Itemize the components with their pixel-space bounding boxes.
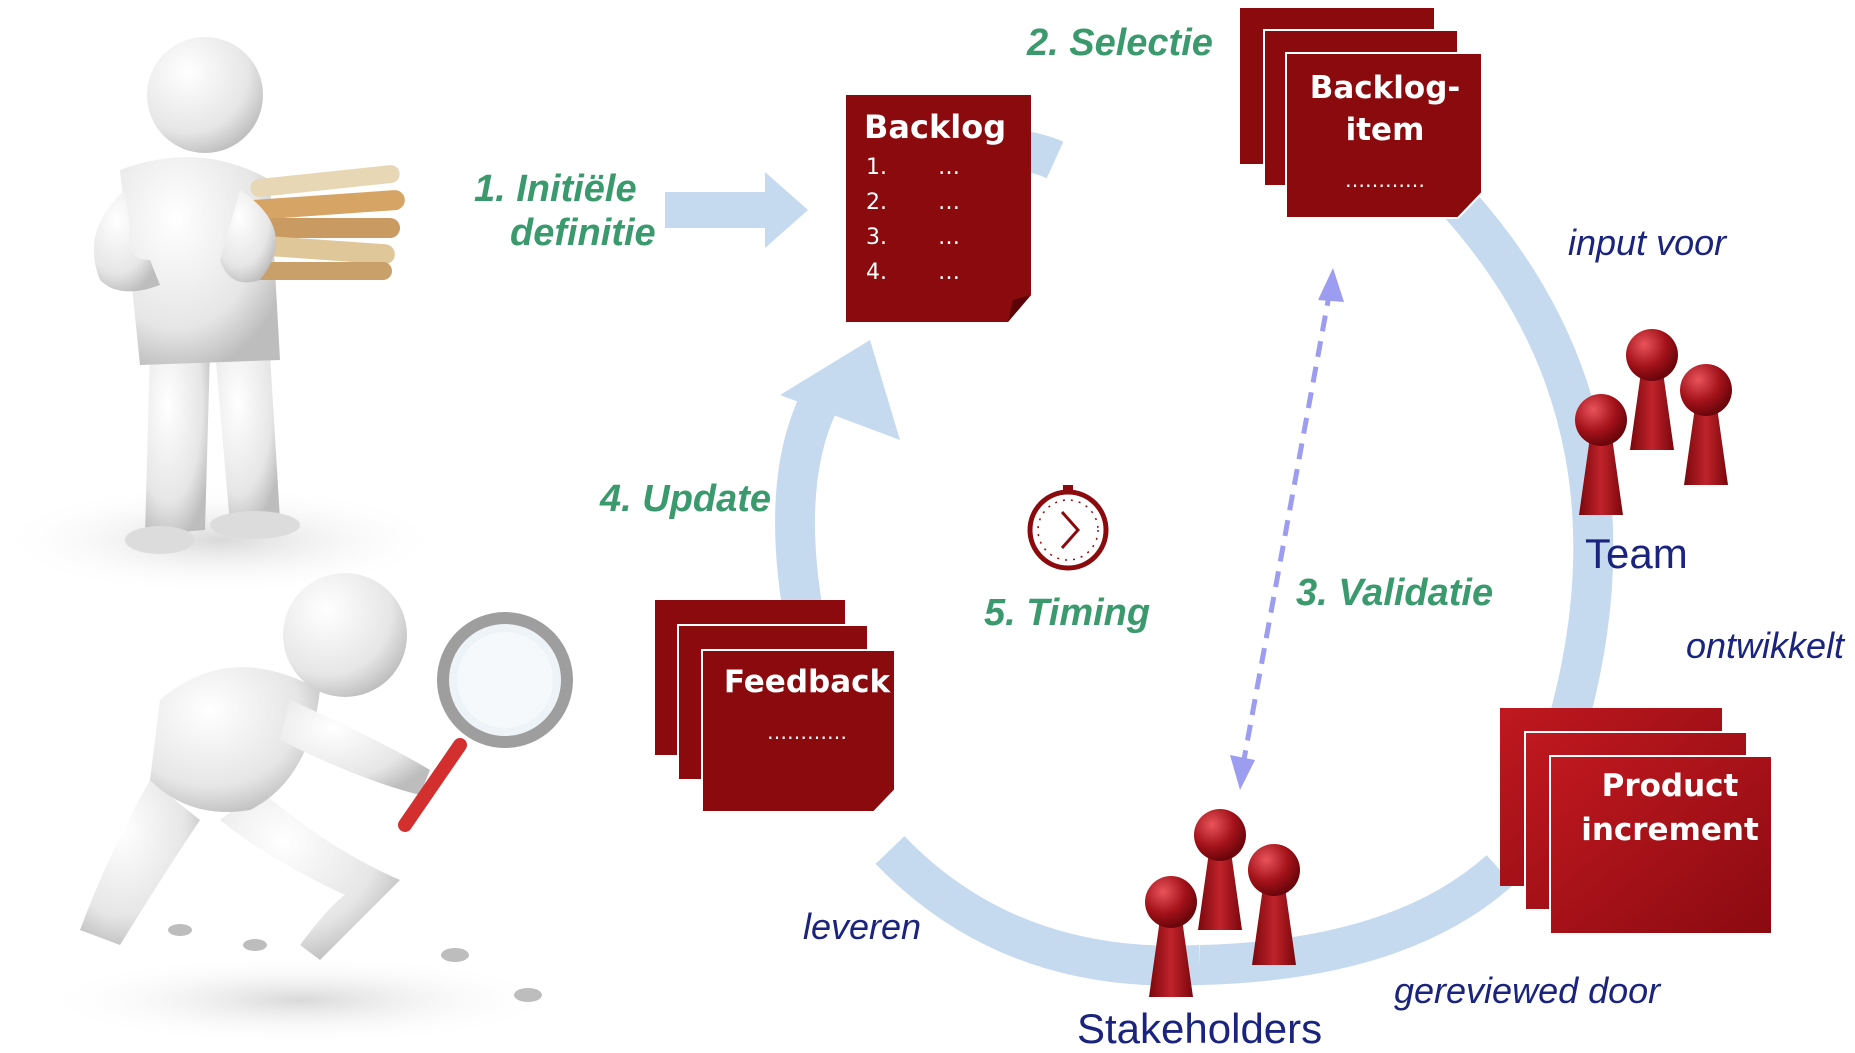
- product-increment-line2: increment: [1581, 812, 1759, 848]
- relation-leveren: leveren: [803, 906, 922, 947]
- backlog-item-2-num: 2.: [866, 190, 887, 215]
- step-validation: 3. Validatie: [1296, 572, 1494, 614]
- arc-right: [1445, 191, 1614, 756]
- validation-arrow: [1230, 268, 1344, 790]
- stakeholder-figures-icon: [1145, 809, 1300, 997]
- product-increment-line1: Product: [1601, 768, 1739, 804]
- backlog-item-3-num: 3.: [866, 225, 887, 250]
- arc-bottom-right: [1199, 854, 1514, 985]
- step-initial-definition-line2: definitie: [510, 212, 656, 254]
- backlog-item-1-text: …: [938, 155, 960, 180]
- backlog-item-title-line2: item: [1345, 112, 1425, 148]
- actor-stakeholders: Stakeholders: [1077, 1005, 1323, 1052]
- step-initial-definition-line1: 1. Initiële: [474, 168, 637, 210]
- backlog-card: [846, 95, 1031, 322]
- backlog-item-1-num: 1.: [866, 155, 887, 180]
- actor-team: Team: [1585, 530, 1688, 577]
- person-with-scrolls-icon: [0, 37, 445, 595]
- backlog-item-4-num: 4.: [866, 260, 887, 285]
- relation-gereviewed-door: gereviewed door: [1394, 970, 1661, 1011]
- backlog-item-title-line1: Backlog-: [1309, 70, 1461, 106]
- feedback-title: Feedback: [723, 664, 891, 700]
- team-figures-icon: [1575, 329, 1732, 515]
- arc-bottom-left: [875, 836, 1202, 986]
- feedback-dots: …………: [767, 720, 847, 744]
- step-selection: 2. Selectie: [1027, 22, 1213, 64]
- initial-definition-arrow: [665, 172, 808, 248]
- person-with-magnifier-icon: [40, 573, 573, 1045]
- backlog-item-4-text: …: [938, 260, 960, 285]
- update-arrow-head: [780, 340, 900, 440]
- relation-input-voor: input voor: [1568, 222, 1727, 263]
- backlog-item-3-text: …: [938, 225, 960, 250]
- backlog-item-dots: …………: [1345, 168, 1425, 192]
- backlog-title: Backlog: [864, 108, 1007, 146]
- step-timing: 5. Timing: [984, 592, 1151, 634]
- backlog-item-2-text: …: [938, 190, 960, 215]
- feedback-stack: [655, 600, 896, 813]
- clock-icon: [1027, 485, 1109, 571]
- relation-ontwikkelt: ontwikkelt: [1686, 625, 1845, 666]
- step-update: 4. Update: [600, 478, 772, 520]
- backlog-item-stack: [1240, 8, 1483, 219]
- product-increment-stack: [1500, 708, 1773, 935]
